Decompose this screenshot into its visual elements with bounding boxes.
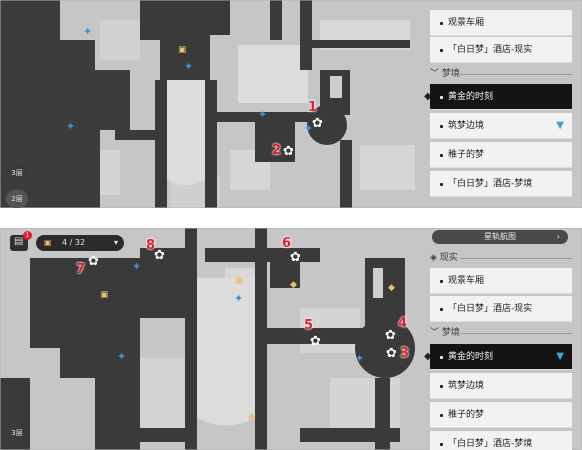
- flower-collectible-icon[interactable]: ✿: [386, 346, 397, 361]
- flower-collectible-icon[interactable]: ✿: [154, 248, 165, 263]
- flower-collectible-icon[interactable]: ✿: [310, 334, 321, 349]
- dropdown-arrow-icon: ▾: [113, 238, 118, 247]
- list-item-childs-dream[interactable]: 稚子的梦: [430, 142, 572, 168]
- section-header-reality: ◈ 现实: [430, 250, 572, 266]
- bullet-icon: [440, 356, 443, 359]
- bullet-icon: [440, 414, 443, 417]
- treasure-chest-icon[interactable]: ▣: [100, 290, 109, 300]
- list-item-viewing-car[interactable]: 观景车厢: [430, 10, 572, 36]
- floor-2-button[interactable]: 2层: [6, 190, 28, 208]
- teleport-icon[interactable]: ✦: [234, 292, 244, 305]
- journal-button[interactable]: ▤ 1: [10, 231, 32, 251]
- collectible-counter-dropdown[interactable]: ▣ 4 / 32 ▾: [36, 235, 124, 251]
- bullet-icon: [440, 154, 443, 157]
- list-item-hotel-dream[interactable]: 「白日梦」酒店-梦境: [430, 431, 572, 450]
- floor-3-button[interactable]: 3层: [6, 424, 28, 442]
- floor-3-button[interactable]: 3层: [6, 164, 28, 182]
- book-icon: ▤: [14, 236, 24, 247]
- chevron-right-icon: ›: [556, 232, 560, 241]
- location-pin-icon: ◆: [424, 351, 432, 362]
- expand-chevron-icon[interactable]: ▼: [556, 120, 564, 131]
- notification-badge: 1: [23, 231, 32, 240]
- star-rail-map-button[interactable]: 星轨航图 ›: [432, 230, 568, 244]
- section-header-dream: ﹀ 梦境: [430, 66, 572, 82]
- map-panel-bottom: ▤ 1 ▣ 4 / 32 ▾ 星轨航图 › ✦ ✦ ✦ ✦ ▣ ▣ ◆ ◆ ◆ …: [0, 228, 582, 450]
- list-item-dream-edge[interactable]: 筑梦边境▼: [430, 113, 572, 139]
- list-item-hotel-reality[interactable]: 「白日梦」酒店-现实: [430, 37, 572, 63]
- teleport-icon: ◈: [430, 253, 437, 263]
- flower-collectible-icon[interactable]: ✿: [290, 250, 301, 265]
- map-canvas-bottom[interactable]: [0, 228, 582, 450]
- flower-collectible-icon[interactable]: ✿: [385, 328, 396, 343]
- list-item-childs-dream[interactable]: 稚子的梦: [430, 402, 572, 428]
- flower-collectible-icon[interactable]: ✿: [283, 144, 294, 159]
- treasure-chest-icon[interactable]: ▣: [178, 45, 187, 55]
- marker-number-5: 5: [304, 318, 314, 333]
- section-header-dream: ﹀ 梦境: [430, 325, 572, 341]
- treasure-chest-icon[interactable]: ▣: [235, 276, 244, 286]
- marker-number-2: 2: [272, 143, 282, 158]
- list-item-hotel-dream[interactable]: 「白日梦」酒店-梦境: [430, 171, 572, 197]
- teleport-icon[interactable]: ✦: [132, 260, 142, 273]
- teleport-icon[interactable]: ✦: [83, 25, 93, 38]
- mission-marker-icon[interactable]: ◆: [388, 283, 395, 293]
- treasure-chest-icon: ▣: [44, 238, 52, 247]
- list-item-golden-hour[interactable]: 黄金的时刻▼: [430, 344, 572, 370]
- bullet-icon: [440, 49, 443, 52]
- collectible-count: 4 / 32: [62, 238, 86, 247]
- list-item-dream-edge[interactable]: 筑梦边境: [430, 373, 572, 399]
- list-item-golden-hour[interactable]: 黄金的时刻: [430, 84, 572, 110]
- teleport-icon[interactable]: ✦: [304, 122, 314, 135]
- marker-number-4: 4: [398, 316, 408, 331]
- bullet-icon: [440, 443, 443, 446]
- bullet-icon: [440, 183, 443, 186]
- marker-number-3: 3: [400, 346, 410, 361]
- bullet-icon: [440, 385, 443, 388]
- teleport-icon[interactable]: ✦: [258, 108, 268, 121]
- expand-chevron-icon[interactable]: ▼: [556, 351, 564, 362]
- location-pin-icon: ◆: [424, 91, 432, 102]
- bullet-icon: [440, 308, 443, 311]
- teleport-icon[interactable]: ✦: [355, 352, 365, 365]
- marker-number-8: 8: [146, 238, 156, 253]
- bullet-icon: [440, 125, 443, 128]
- bullet-icon: [440, 22, 443, 25]
- marker-number-1: 1: [308, 100, 318, 115]
- list-item-hotel-reality[interactable]: 「白日梦」酒店-现实: [430, 296, 572, 322]
- teleport-icon[interactable]: ✦: [117, 350, 127, 363]
- chevron-down-icon: ﹀: [430, 69, 440, 79]
- flower-collectible-icon[interactable]: ✿: [312, 116, 323, 131]
- bullet-icon: [440, 280, 443, 283]
- teleport-icon[interactable]: ✦: [66, 120, 76, 133]
- list-item-viewing-car[interactable]: 观景车厢: [430, 268, 572, 294]
- teleport-icon[interactable]: ✦: [184, 60, 194, 73]
- mission-marker-icon[interactable]: ◆: [248, 412, 255, 422]
- marker-number-7: 7: [76, 262, 86, 277]
- mission-marker-icon[interactable]: ◆: [290, 280, 297, 290]
- bullet-icon: [440, 96, 443, 99]
- chevron-down-icon: ﹀: [430, 328, 440, 338]
- flower-collectible-icon[interactable]: ✿: [88, 254, 99, 269]
- map-panel-top: ✦ ✦ ✦ ✦ ✦ ▣ 1 2 ✿ ✿ 3层 2层 观景车厢 「白日梦」酒店-现…: [0, 0, 582, 208]
- marker-number-6: 6: [282, 236, 292, 251]
